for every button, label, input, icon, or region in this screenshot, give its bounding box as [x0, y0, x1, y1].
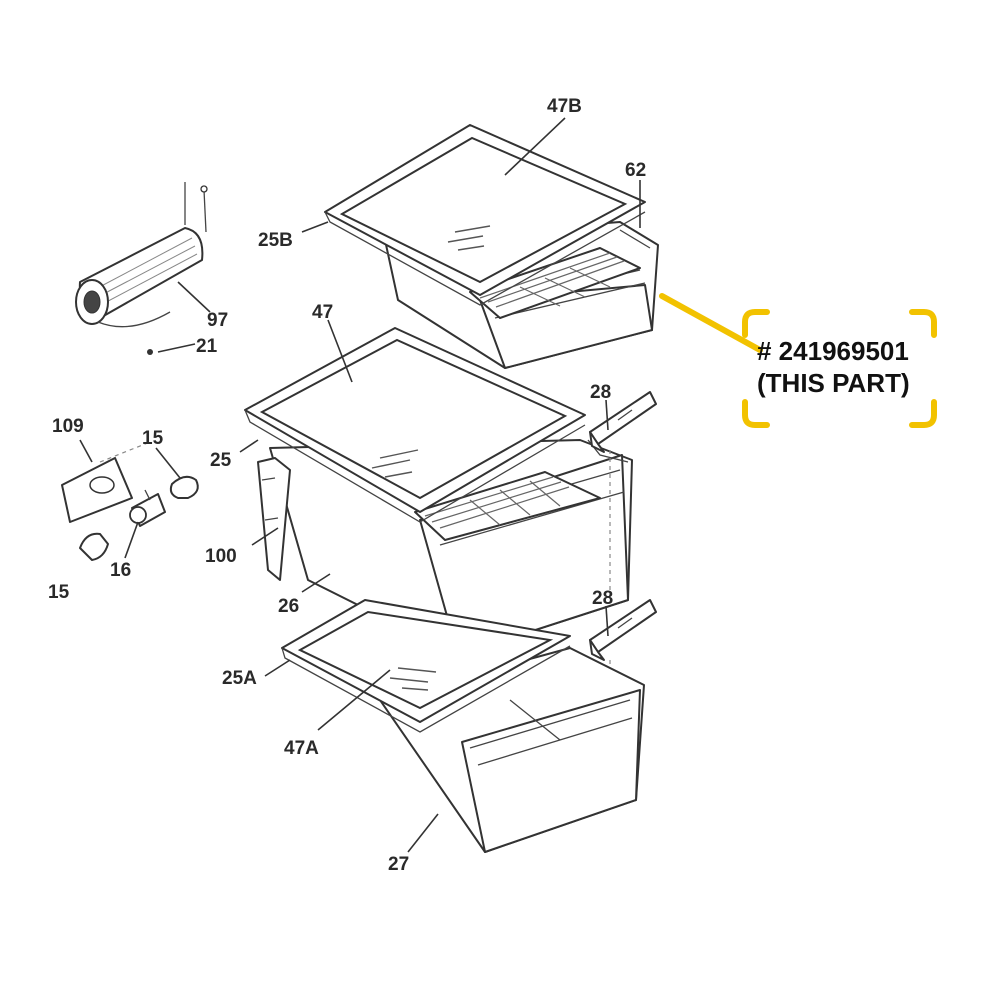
label-28-lower: 28: [592, 588, 613, 609]
callout-part-number: # 241969501: [757, 336, 909, 366]
label-26: 26: [278, 596, 299, 617]
part-labels: 47B 62 25B 97 21 47 28 109 15 25 16 100 …: [48, 96, 646, 875]
label-15-upper: 15: [142, 428, 164, 449]
bracket-28-upper: [589, 391, 657, 600]
leader-lines: [79, 117, 641, 853]
label-62: 62: [625, 160, 646, 181]
label-21: 21: [196, 336, 218, 357]
label-47B: 47B: [547, 96, 582, 117]
callout-pointer: [659, 293, 763, 353]
motor-coil-lines: [89, 237, 198, 309]
light-cover-109: [61, 457, 133, 523]
label-28-upper: 28: [590, 382, 611, 403]
label-47A: 47A: [284, 738, 319, 759]
callout-corner-bl: [742, 399, 770, 428]
callout-note: (THIS PART): [757, 368, 910, 398]
label-109: 109: [52, 416, 84, 437]
label-25B: 25B: [258, 230, 293, 251]
label-25: 25: [210, 450, 232, 471]
fan-motor-97: [75, 182, 208, 355]
this-part-callout: # 241969501 (THIS PART): [659, 293, 937, 428]
crisper-drawer-26: [269, 439, 633, 656]
callout-corner-tr: [909, 309, 937, 338]
glass-cover-47A: [281, 599, 571, 733]
label-15-lower: 15: [48, 582, 70, 603]
drawer-rail-100: [257, 457, 291, 581]
label-97: 97: [207, 310, 228, 331]
label-16: 16: [110, 560, 131, 581]
bulb-15-upper: [169, 475, 199, 499]
bulb-15-lower: [79, 532, 109, 561]
crisper-ribs: [479, 252, 625, 308]
callout-corner-br: [909, 399, 937, 428]
socket-16: [129, 489, 166, 527]
drawer-ribs: [424, 476, 570, 529]
label-100: 100: [205, 546, 237, 567]
glass-cover-47B: [324, 124, 646, 306]
glass-cover-47: [244, 327, 586, 523]
callout-corner-tl: [742, 309, 770, 338]
label-47: 47: [312, 302, 333, 323]
label-25A: 25A: [222, 668, 257, 689]
label-27: 27: [388, 854, 409, 875]
